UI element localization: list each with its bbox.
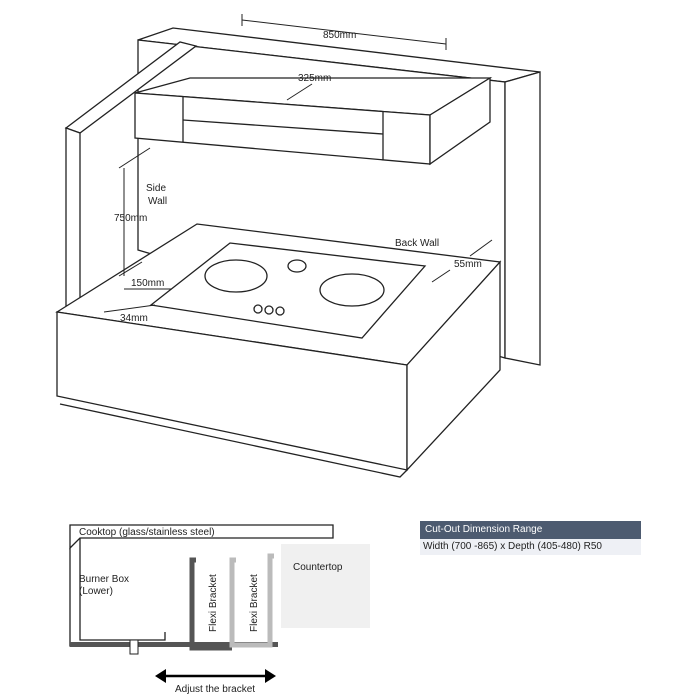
dim-55-line-lower [431,269,451,283]
flexi-bracket-1 [189,557,232,651]
adjust-arrow-right-head [265,669,276,683]
countertop-block [281,544,370,628]
cooktop-glass [149,242,427,339]
cooktop-label: Cooktop (glass/stainless steel) [79,527,215,538]
dim-325-line [286,83,313,101]
flexi-bracket-2-label: Flexi Bracket [249,574,260,632]
dim-750-ext-top [118,147,151,169]
control-knob-1 [253,304,263,314]
back-wall-side [504,71,541,366]
adjust-label: Adjust the bracket [175,684,255,695]
side-wall-label-2: Wall [148,196,167,207]
burner-left [204,259,268,293]
side-wall-front [65,127,81,315]
dim-850-label: 850mm [323,30,356,41]
control-knob-3 [275,306,285,316]
burner-box-label-1: Burner Box [79,574,129,585]
countertop-label: Countertop [293,562,343,573]
burner-box-outline [69,548,278,647]
dim-150-label: 150mm [131,278,164,289]
dim-34-line [103,304,156,313]
dim-55-line-upper [469,239,493,257]
cutout-spec-value: Width (700 -865) x Depth (405-480) R50 [420,539,641,555]
base-rail [70,642,278,647]
back-wall-label: Back Wall [395,238,439,249]
dim-34-label: 34mm [120,313,148,324]
burner-small [287,259,307,273]
cooktop-plate [69,524,334,550]
adjust-arrow-left-head [155,669,166,683]
cabinet-side [406,260,501,472]
cutout-spec-table: Cut-Out Dimension Range Width (700 -865)… [420,521,641,555]
dim-850-line [241,19,447,45]
hood-rail-bottom [182,119,384,135]
hood-side [429,76,491,166]
control-knob-2 [264,305,274,315]
dim-55-label: 55mm [454,259,482,270]
burner-right [319,273,385,307]
flexi-bracket-1-label: Flexi Bracket [208,574,219,632]
dim-750-ext-bottom [118,261,143,277]
flexi-bracket-2 [229,553,274,648]
dim-325-label: 325mm [298,73,331,84]
dim-750-label: 750mm [114,213,147,224]
burner-box-inner [79,538,166,641]
cabinet-plinth [59,403,408,478]
side-wall-label-1: Side [146,183,166,194]
cutout-spec-header: Cut-Out Dimension Range [420,521,641,539]
burner-box-label-2: (Lower) [79,586,113,597]
base-rail-notch [129,639,139,655]
